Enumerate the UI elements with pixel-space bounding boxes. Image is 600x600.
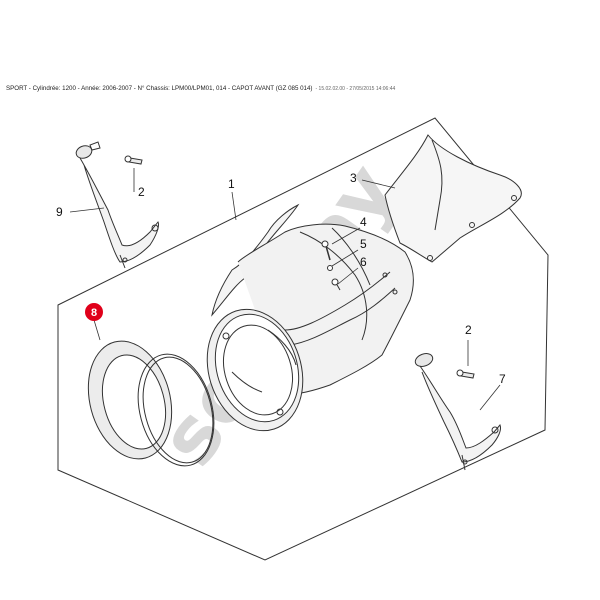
headlight-housing	[206, 308, 304, 432]
callout-1: 1	[228, 177, 235, 191]
diagram-title: SPORT - Cylindrée: 1200 - Année: 2006-20…	[6, 85, 313, 92]
kit-boundary	[57, 117, 549, 561]
callout-7: 7	[499, 372, 506, 386]
callout-6: 6	[360, 255, 367, 269]
part-9-left-bracket	[75, 141, 159, 269]
callout-2a: 2	[138, 185, 145, 199]
callout-3: 3	[350, 171, 357, 185]
callout-5: 5	[360, 237, 367, 251]
callout-8: 8	[91, 307, 97, 319]
part-8-headlight-ring	[87, 340, 215, 467]
callout-2b: 2	[465, 323, 472, 337]
part-7-right-bracket	[414, 353, 501, 471]
callout-9: 9	[56, 205, 63, 219]
diagram-header: SPORT - Cylindrée: 1200 - Année: 2006-20…	[6, 85, 594, 92]
callout-8-highlight	[85, 303, 103, 321]
diagram-meta: - 15.02.02.00 - 27/05/2015 14:06:44	[315, 86, 396, 92]
leader-lines	[69, 168, 501, 411]
hardware-screws	[124, 155, 475, 379]
callout-4: 4	[360, 215, 367, 229]
part-3-upper-panel	[384, 134, 522, 263]
